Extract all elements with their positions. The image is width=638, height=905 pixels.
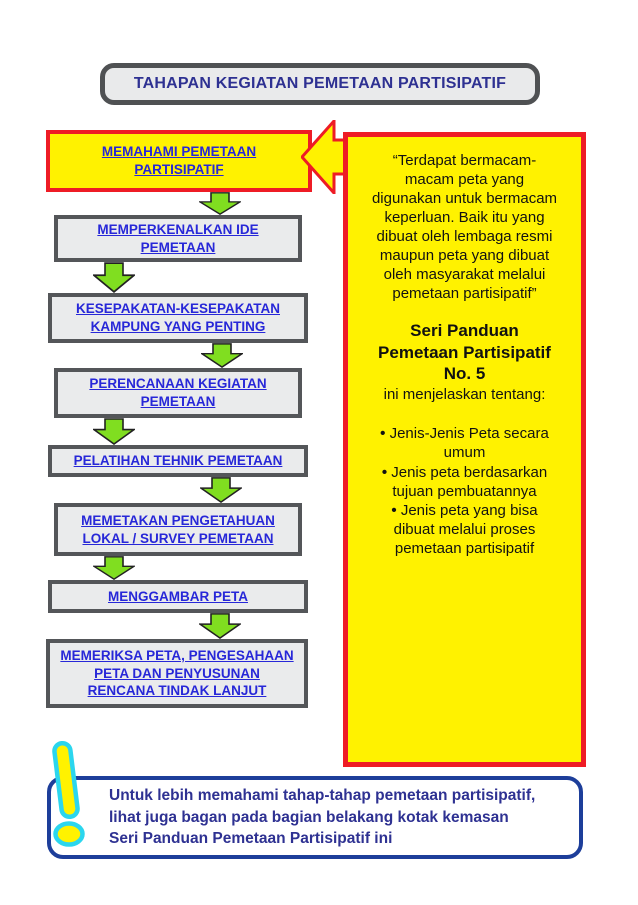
exclamation-icon: [52, 740, 85, 847]
page-title-box: TAHAPAN KEGIATAN PEMETAAN PARTISIPATIF: [100, 63, 540, 105]
flow-step-label: MEMAHAMI PEMETAAN PARTISIPATIF: [101, 144, 257, 177]
flow-step-memahami: MEMAHAMI PEMETAAN PARTISIPATIF: [46, 130, 312, 192]
down-arrow-icon: [93, 556, 135, 580]
left-arrow-icon: [301, 120, 345, 194]
callout-quote: “Terdapat bermacam- macam peta yang digu…: [371, 152, 558, 303]
flow-step-kesepakatan: KESEPAKATAN-KESEPAKATAN KAMPUNG YANG PEN…: [48, 293, 308, 343]
callout-bullet-list: Jenis-Jenis Peta secara umum Jenis peta …: [356, 424, 573, 558]
flow-step-memetakan: MEMETAKAN PENGETAHUAN LOKAL / SURVEY PEM…: [54, 503, 302, 556]
flow-step-label: MEMPERKENALKAN IDE PEMETAAN: [97, 221, 259, 255]
flow-step-label: PELATIHAN TEHNIK PEMETAAN: [73, 453, 283, 469]
down-arrow-icon: [200, 477, 242, 503]
flow-step-label: MENGGAMBAR PETA: [108, 588, 248, 604]
callout-panel: “Terdapat bermacam- macam peta yang digu…: [343, 132, 586, 767]
bullet-item: Jenis-Jenis Peta secara umum: [356, 424, 573, 462]
series-title: Seri Panduan Pemetaan Partisipatif No. 5: [378, 321, 551, 383]
down-arrow-icon: [93, 262, 135, 293]
flow-step-label: MEMERIKSA PETA, PENGESAHAAN PETA DAN PEN…: [60, 647, 294, 699]
flow-step-label: PERENCANAAN KEGIATAN PEMETAAN: [89, 376, 267, 409]
page-title: TAHAPAN KEGIATAN PEMETAAN PARTISIPATIF: [133, 75, 507, 92]
bullet-item: Jenis peta berdasarkan tujuan pembuatann…: [356, 463, 573, 501]
footer-note: Untuk lebih memahami tahap-tahap pemetaa…: [109, 786, 536, 848]
down-arrow-icon: [199, 613, 241, 639]
down-arrow-icon: [93, 418, 135, 445]
down-arrow-icon: [199, 192, 241, 215]
flow-step-pelatihan: PELATIHAN TEHNIK PEMETAAN: [48, 445, 308, 477]
footer-note-box: Untuk lebih memahami tahap-tahap pemetaa…: [47, 776, 583, 859]
flow-step-perencanaan: PERENCANAAN KEGIATAN PEMETAAN: [54, 368, 302, 418]
flow-step-memperkenalkan: MEMPERKENALKAN IDE PEMETAAN: [54, 215, 302, 262]
flow-step-memeriksa: MEMERIKSA PETA, PENGESAHAAN PETA DAN PEN…: [46, 639, 308, 708]
flow-step-label: KESEPAKATAN-KESEPAKATAN KAMPUNG YANG PEN…: [75, 301, 280, 334]
bullet-item: Jenis peta yang bisa dibuat melalui pros…: [356, 501, 573, 559]
flow-step-menggambar: MENGGAMBAR PETA: [48, 580, 308, 613]
flow-step-label: MEMETAKAN PENGETAHUAN LOKAL / SURVEY PEM…: [81, 512, 275, 546]
down-arrow-icon: [201, 343, 243, 368]
series-intro: ini menjelaskan tentang:: [383, 386, 546, 404]
